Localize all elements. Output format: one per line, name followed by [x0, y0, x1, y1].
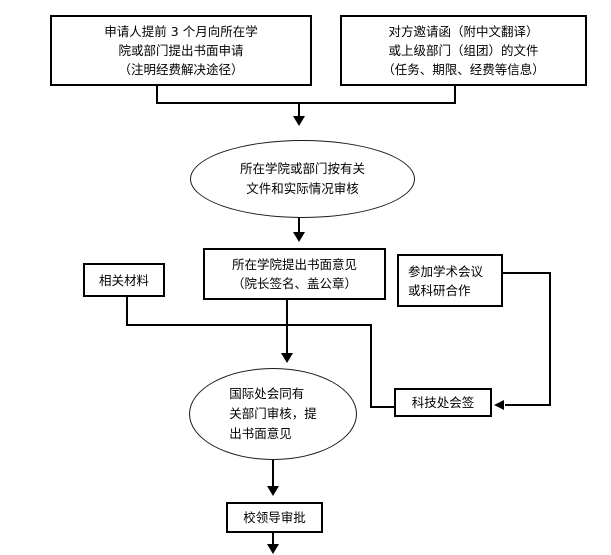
arrowhead-into-college-review [293, 116, 305, 126]
text-line: 对方邀请函（附中文翻译） [388, 24, 539, 39]
arrowhead-intl-to-leader [267, 486, 279, 496]
text-line: （任务、期限、经费等信息） [382, 62, 545, 77]
text-line: 所在学院提出书面意见 [231, 257, 357, 272]
node-college-review: 所在学院或部门按有关 文件和实际情况审核 [190, 140, 415, 218]
edge-into-scitech [505, 404, 551, 406]
edge-materials-down [126, 297, 128, 326]
node-college-opinion: 所在学院提出书面意见 （院长签名、盖公章） [203, 248, 386, 300]
node-applicant-request: 申请人提前 3 个月向所在学 院或部门提出书面申请 （注明经费解决途径） [50, 15, 312, 86]
text-line: 科技处会签 [411, 395, 475, 410]
arrowhead-into-scitech [494, 400, 504, 410]
node-intl-office-review: 国际处会同有 关部门审核，提 出书面意见 [189, 368, 357, 460]
node-text: 国际处会同有 关部门审核，提 出书面意见 [229, 384, 317, 444]
text-line: 参加学术会议 [408, 263, 484, 279]
node-leader-approval: 校领导审批 [226, 502, 323, 533]
text-line: 校领导审批 [243, 510, 306, 525]
node-scitech-countersign: 科技处会签 [394, 388, 492, 417]
edge-into-intl-review [286, 326, 288, 355]
text-line: 或科研合作 [408, 282, 471, 298]
node-related-materials: 相关材料 [83, 263, 165, 297]
node-invitation-documents: 对方邀请函（附中文翻译） 或上级部门（组团）的文件 （任务、期限、经费等信息） [340, 15, 587, 86]
text-line: 文件和实际情况审核 [246, 181, 359, 196]
edge-invitation-down [454, 86, 456, 104]
edge-opinion-down [286, 300, 288, 326]
edge-review-to-opinion [298, 217, 300, 234]
node-text: 科技处会签 [412, 393, 475, 412]
text-line: 出书面意见 [229, 426, 292, 441]
text-line: 国际处会同有 [229, 386, 305, 401]
node-text: 所在学院或部门按有关 文件和实际情况审核 [240, 159, 365, 199]
arrowhead-into-intl-review [281, 353, 293, 363]
edge-purpose-down [549, 272, 551, 406]
text-line: 申请人提前 3 个月向所在学 [104, 24, 258, 39]
text-line: （院长签名、盖公章） [231, 276, 357, 291]
node-academic-purpose: 参加学术会议 或科研合作 [397, 254, 503, 307]
edge-leader-out [272, 533, 274, 546]
text-line: 所在学院或部门按有关 [239, 161, 365, 176]
text-line: （注明经费解决途径） [118, 62, 244, 77]
edge-scitech-up [370, 324, 372, 408]
node-text: 对方邀请函（附中文翻译） 或上级部门（组团）的文件 （任务、期限、经费等信息） [382, 22, 545, 79]
edge-collector-line [126, 324, 372, 326]
edge-scitech-left-stub [370, 406, 394, 408]
text-line: 相关材料 [98, 272, 149, 288]
text-line: 院或部门提出书面申请 [118, 43, 244, 58]
edge-into-college-review [298, 104, 300, 117]
node-text: 相关材料 [99, 271, 149, 290]
text-line: 关部门审核，提 [229, 406, 317, 421]
edge-intl-to-leader [272, 460, 274, 488]
edge-applicant-down [156, 86, 158, 104]
node-text: 校领导审批 [243, 508, 306, 527]
node-text: 申请人提前 3 个月向所在学 院或部门提出书面申请 （注明经费解决途径） [104, 22, 257, 79]
edge-top-merge-line [156, 102, 456, 104]
node-text: 所在学院提出书面意见 （院长签名、盖公章） [232, 255, 357, 293]
arrowhead-leader-out [267, 544, 279, 554]
text-line: 或上级部门（组团）的文件 [388, 43, 539, 58]
edge-purpose-right [503, 272, 551, 274]
node-text: 参加学术会议 或科研合作 [408, 262, 483, 300]
arrowhead-review-to-opinion [293, 232, 305, 242]
